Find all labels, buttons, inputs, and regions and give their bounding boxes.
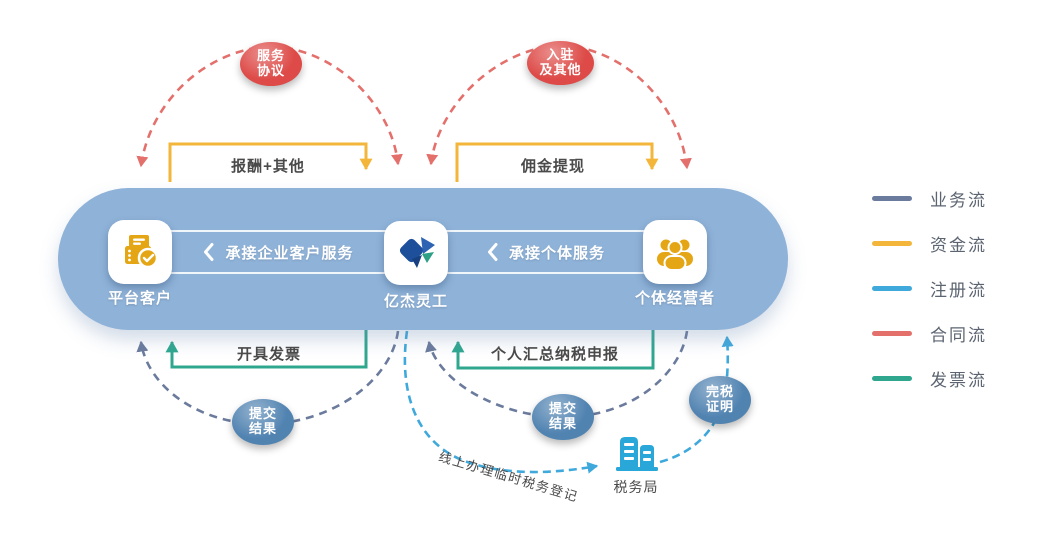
- personal-tax-declare-label: 个人汇总纳税申报: [490, 346, 619, 363]
- service-band-enterprise: 承接企业客户服务: [140, 230, 416, 274]
- bubble-text: 及其他: [539, 62, 582, 77]
- legend-item-business: 业务流: [872, 176, 987, 221]
- invoice-bracket-right: [451, 330, 655, 370]
- chevron-left-icon: [202, 242, 215, 262]
- legend-item-funds: 资金流: [872, 221, 987, 266]
- chevron-left-icon: [486, 242, 499, 262]
- bubble-text: 证明: [705, 399, 734, 414]
- business-curve-left: [136, 330, 400, 426]
- funds-bracket-right: [455, 142, 659, 182]
- bubble-text: 提交: [248, 406, 277, 422]
- bubble-text: 完税: [705, 384, 734, 400]
- legend-label-contract: 合同流: [930, 326, 987, 345]
- submit-result-bubble-right: 提交 结果: [532, 394, 594, 440]
- legend-item-registration: 注册流: [872, 266, 987, 311]
- bubble-text: 服务: [256, 48, 285, 64]
- bubble-text: 结果: [248, 421, 277, 436]
- individual-operator-icon: [657, 239, 693, 271]
- remuneration-label: 报酬+其他: [231, 158, 305, 175]
- service-agreement-bubble: 服务 协议: [240, 42, 302, 86]
- bubble-text: 结果: [548, 416, 577, 431]
- tax-paid-certificate-bubble: 完税 证明: [689, 376, 751, 424]
- tax-bureau-label: 税务局: [613, 479, 659, 495]
- bubble-text: 入驻: [546, 47, 575, 63]
- individual-operator-card: [643, 220, 707, 284]
- legend-label-funds: 资金流: [930, 236, 987, 255]
- submit-result-bubble-left: 提交 结果: [232, 399, 294, 445]
- legend-label-business: 业务流: [930, 191, 987, 210]
- legend-swatch-invoice: [872, 376, 912, 381]
- flow-legend: 业务流 资金流 注册流 合同流 发票流: [872, 176, 987, 401]
- service-band-individual: 承接个体服务: [416, 230, 675, 274]
- yijie-logo-icon: [399, 237, 435, 268]
- legend-label-registration: 注册流: [930, 281, 987, 300]
- tax-bureau-icon: [612, 434, 660, 479]
- invoice-bracket-left: [165, 330, 368, 369]
- legend-item-contract: 合同流: [872, 311, 987, 356]
- enrollment-bubble: 入驻 及其他: [527, 41, 594, 85]
- legend-swatch-contract: [872, 331, 912, 336]
- legend-label-invoice: 发票流: [930, 371, 987, 390]
- service-band-individual-label: 承接个体服务: [508, 244, 605, 262]
- issue-invoice-label: 开具发票: [236, 346, 301, 363]
- legend-swatch-registration: [872, 286, 912, 291]
- yijie-card: [384, 221, 448, 285]
- bubble-text: 提交: [548, 401, 577, 417]
- yijie-label: 亿杰灵工: [383, 293, 448, 310]
- platform-customer-icon: [125, 235, 159, 269]
- registration-curve-to-taxbureau: [403, 330, 599, 474]
- platform-customer-label: 平台客户: [107, 290, 172, 307]
- contract-curve-enroll-left: [426, 43, 562, 166]
- commission-withdraw-label: 佣金提现: [520, 158, 585, 175]
- business-curve-right: [425, 330, 689, 419]
- service-band-enterprise-label: 承接企业客户服务: [225, 244, 354, 262]
- individual-operator-label: 个体经营者: [634, 290, 715, 307]
- funds-bracket-left: [168, 142, 373, 182]
- legend-item-invoice: 发票流: [872, 356, 987, 401]
- bubble-text: 协议: [256, 63, 285, 78]
- legend-swatch-funds: [872, 241, 912, 246]
- legend-swatch-business: [872, 196, 912, 201]
- platform-customer-card: [108, 220, 172, 284]
